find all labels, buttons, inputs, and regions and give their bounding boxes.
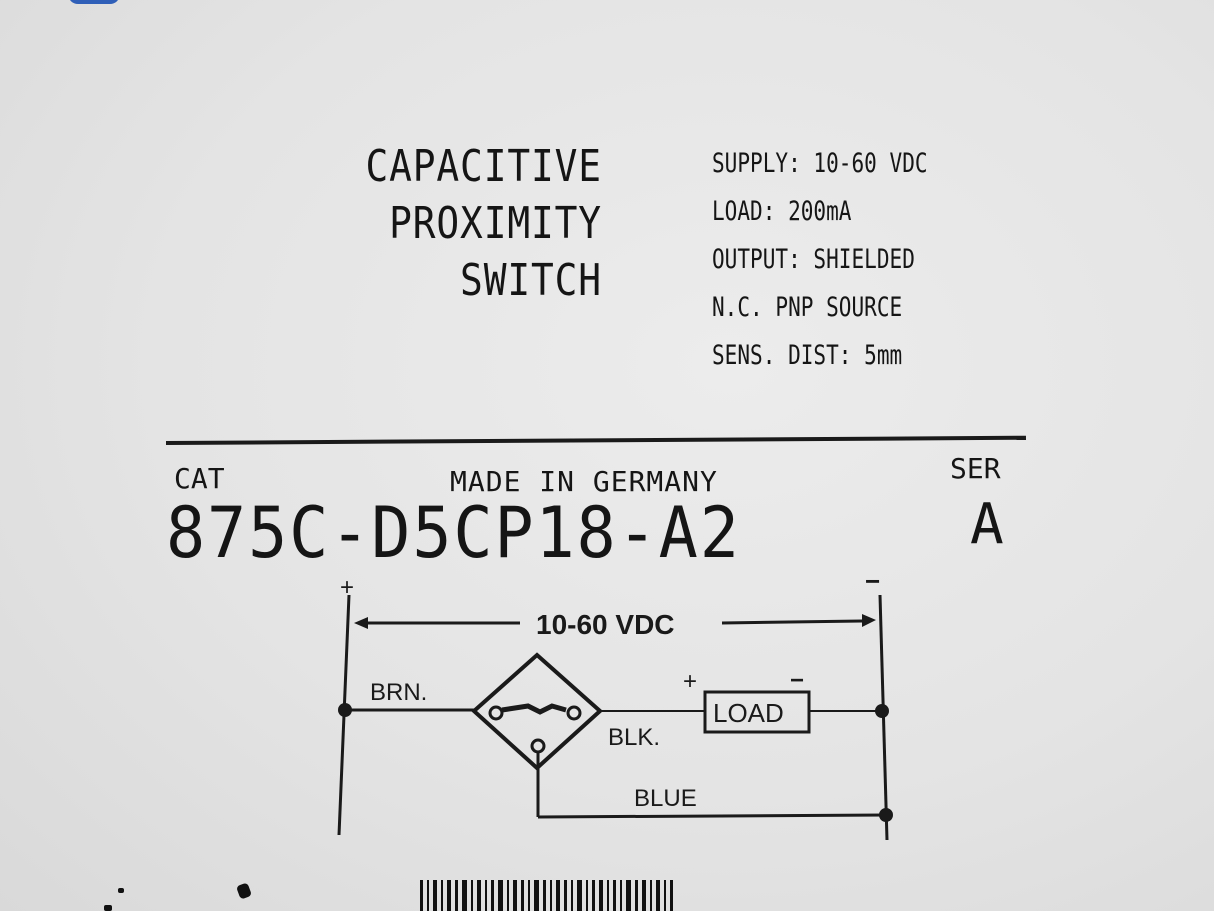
wire-black-label: BLK. bbox=[608, 724, 660, 751]
product-title: CAPACITIVE PROXIMITY SWITCH bbox=[366, 138, 602, 309]
cat-label: CAT bbox=[174, 462, 225, 495]
load-minus-sign: − bbox=[790, 667, 804, 694]
rail-minus-sign: − bbox=[865, 566, 880, 596]
ink-fragment bbox=[118, 888, 124, 893]
spec-sensing-distance: SENS. DIST: 5mm bbox=[712, 340, 903, 371]
blue-logo-fragment bbox=[68, 0, 120, 4]
catalog-number: 875C-D5CP18-A2 bbox=[166, 492, 741, 574]
barcode bbox=[420, 880, 677, 911]
series-value: A bbox=[970, 492, 1004, 557]
ser-label: SER bbox=[950, 452, 1001, 485]
load-plus-sign: + bbox=[683, 668, 697, 695]
title-line-3: SWITCH bbox=[460, 255, 602, 306]
ink-fragment bbox=[104, 905, 112, 911]
spec-type: N.C. PNP SOURCE bbox=[712, 292, 903, 323]
load-label: LOAD bbox=[713, 698, 784, 728]
rail-plus-sign: + bbox=[340, 574, 354, 601]
voltage-label: 10-60 VDC bbox=[536, 609, 675, 640]
spec-output: OUTPUT: SHIELDED bbox=[712, 244, 915, 275]
wire-blue-label: BLUE bbox=[634, 785, 697, 812]
made-in-label: MADE IN GERMANY bbox=[450, 465, 718, 498]
spec-list: SUPPLY: 10-60 VDC LOAD: 200mA OUTPUT: SH… bbox=[712, 140, 928, 380]
spec-load: LOAD: 200mA bbox=[712, 196, 852, 227]
title-line-1: CAPACITIVE bbox=[365, 141, 602, 192]
title-line-2: PROXIMITY bbox=[389, 198, 602, 249]
spec-supply: SUPPLY: 10-60 VDC bbox=[712, 148, 928, 179]
wire-brown-label: BRN. bbox=[370, 679, 427, 706]
